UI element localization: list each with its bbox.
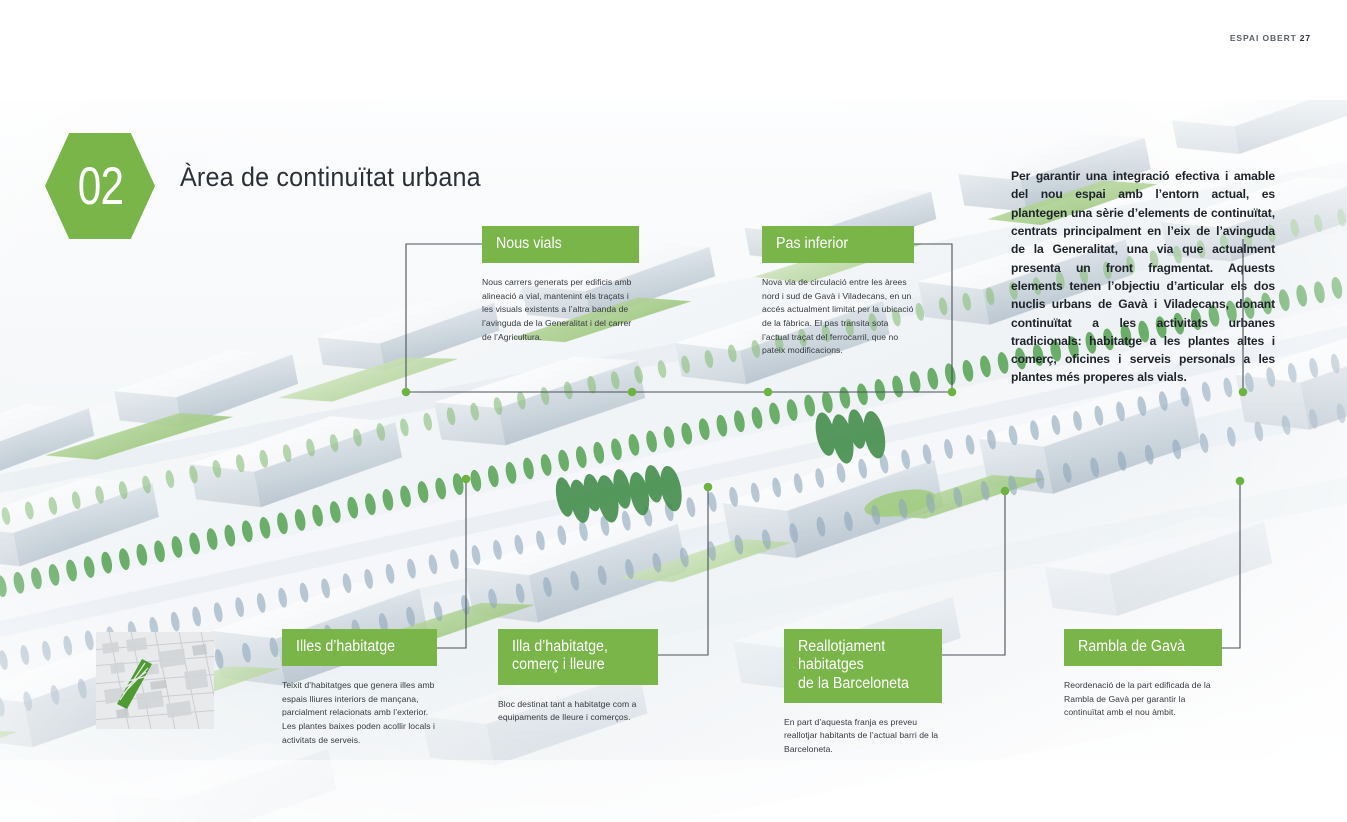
callout-header: Nous vials xyxy=(482,226,639,264)
callout-title: Illes d’habitatge xyxy=(296,638,396,655)
callout-title: Reallotjament habitatges xyxy=(798,638,886,674)
page-number: 27 xyxy=(1299,33,1311,43)
callout-illa-habitatge-comerc-lleure: Illa d’habitatge, comerç i lleure Bloc d… xyxy=(498,629,658,725)
callout-body: Nova via de circulació entre les àrees n… xyxy=(762,277,914,356)
callout-title-line2: comerç i lleure xyxy=(512,656,605,674)
callout-header: Illa d’habitatge, comerç i lleure xyxy=(498,629,658,685)
chapter-number-badge: 02 xyxy=(45,133,155,239)
callout-body: Teixit d’habitatges que genera illes amb… xyxy=(282,680,436,745)
callout-reallotjament-habitatges: Reallotjament habitatges de la Barcelone… xyxy=(784,629,942,757)
page-title: Àrea de continuïtat urbana xyxy=(180,162,481,192)
callout-header: Rambla de Gavà xyxy=(1064,629,1222,667)
callout-title: Pas inferior xyxy=(776,235,849,252)
chapter-number: 02 xyxy=(77,156,123,216)
callout-nous-vials: Nous vials Nous carrers generats per edi… xyxy=(482,226,639,344)
callout-title: Rambla de Gavà xyxy=(1078,638,1186,655)
locator-map xyxy=(96,632,214,729)
callout-header: Reallotjament habitatges de la Barcelone… xyxy=(784,629,942,703)
callout-title-line2: de la Barceloneta xyxy=(798,674,909,692)
intro-paragraph: Per garantir una integració efectiva i a… xyxy=(1011,169,1275,385)
callout-body: Reordenació de la part edificada de la R… xyxy=(1064,680,1211,718)
locator-highlight-strip xyxy=(117,659,152,709)
callout-title: Nous vials xyxy=(496,235,562,252)
callout-header: Pas inferior xyxy=(762,226,914,264)
callout-title: Illa d’habitatge, xyxy=(512,638,608,655)
callout-body: En part d’aquesta franja es preveu reall… xyxy=(784,716,939,754)
callout-header: Illes d’habitatge xyxy=(282,629,437,667)
callout-pas-inferior: Pas inferior Nova via de circulació entr… xyxy=(762,226,914,358)
running-head-label: ESPAI OBERT xyxy=(1229,33,1297,43)
callout-body: Bloc destinat tant a habitatge com a equ… xyxy=(498,698,637,723)
callout-rambla-de-gava: Rambla de Gavà Reordenació de la part ed… xyxy=(1064,629,1222,720)
callout-body: Nous carrers generats per edificis amb a… xyxy=(482,277,632,342)
callout-illes-habitatge: Illes d’habitatge Teixit d’habitatges qu… xyxy=(282,629,437,747)
